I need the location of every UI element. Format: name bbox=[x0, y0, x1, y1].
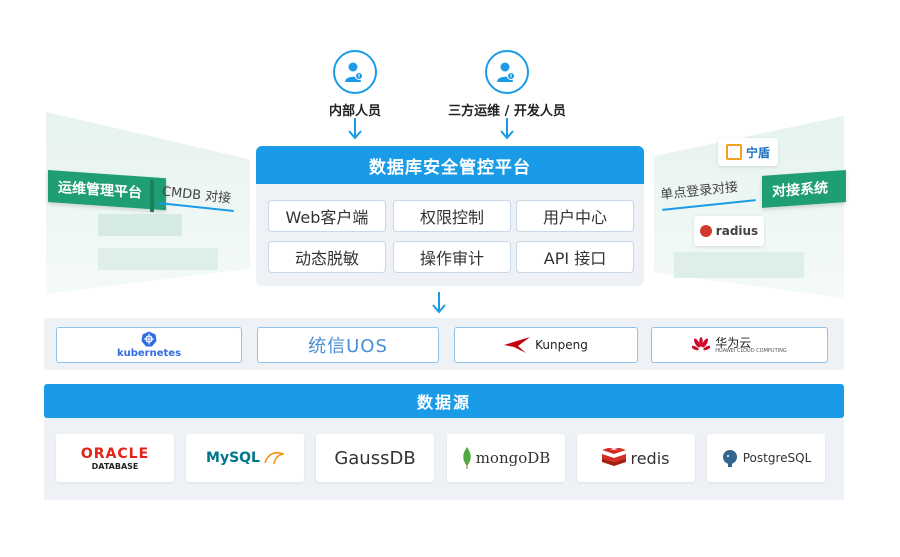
uos-logo: 统信UOS bbox=[308, 336, 388, 357]
mongodb-icon bbox=[462, 447, 471, 469]
huawei-cloud-sub: HUAWEI CLOUD COMPUTING bbox=[715, 347, 787, 354]
kunpeng-icon bbox=[504, 337, 531, 353]
module-audit: 操作审计 bbox=[393, 241, 511, 273]
arrow-down-icon bbox=[500, 118, 514, 140]
user-icon bbox=[485, 50, 529, 94]
kubernetes-card: kubernetes bbox=[56, 327, 242, 363]
redis-card: redis bbox=[577, 434, 695, 482]
oracle-card: ORACLE DATABASE bbox=[56, 434, 174, 482]
kubernetes-icon bbox=[141, 331, 157, 347]
module-masking: 动态脱敏 bbox=[268, 241, 386, 273]
module-api: API 接口 bbox=[516, 241, 634, 273]
gaussdb-logo: GaussDB bbox=[334, 447, 416, 469]
kunpeng-card: Kunpeng bbox=[454, 327, 638, 363]
platform-title: 数据库安全管控平台 bbox=[256, 146, 644, 184]
module-user-center: 用户中心 bbox=[516, 200, 634, 232]
oracle-sub: DATABASE bbox=[91, 461, 139, 471]
dolphin-icon bbox=[264, 451, 284, 465]
mongodb-card: mongoDB bbox=[447, 434, 565, 482]
arrow-down-icon bbox=[348, 118, 362, 140]
ningdun-logo: 宁盾 bbox=[718, 138, 778, 166]
huawei-cloud-label: 华为云 bbox=[715, 335, 752, 350]
postgresql-card: PostgreSQL bbox=[707, 434, 825, 482]
redis-icon bbox=[602, 448, 627, 466]
huawei-icon bbox=[692, 337, 711, 351]
user-icon bbox=[333, 50, 377, 94]
mysql-card: MySQL bbox=[186, 434, 304, 482]
mysql-logo: MySQL bbox=[206, 450, 260, 466]
arrow-down-icon bbox=[432, 292, 446, 314]
decor-bar bbox=[98, 214, 182, 236]
user-label-internal: 内部人员 bbox=[328, 104, 381, 119]
module-permission: 权限控制 bbox=[393, 200, 511, 232]
uos-card: 统信UOS bbox=[257, 327, 439, 363]
decor-bar bbox=[98, 248, 218, 270]
oracle-logo: ORACLE bbox=[80, 445, 150, 462]
user-label-third-party: 三方运维 / 开发人员 bbox=[448, 104, 566, 119]
user-third-party: 三方运维 / 开发人员 bbox=[437, 50, 577, 119]
postgresql-icon bbox=[722, 450, 737, 467]
decor-bar bbox=[674, 252, 804, 278]
integration-ribbon: 对接系统 bbox=[762, 170, 846, 208]
radius-logo: radius bbox=[694, 216, 764, 246]
radius-icon bbox=[699, 225, 712, 237]
huawei-cloud-card: 华为云 HUAWEI CLOUD COMPUTING bbox=[651, 327, 828, 363]
gaussdb-card: GaussDB bbox=[316, 434, 434, 482]
user-internal: 内部人员 bbox=[285, 50, 425, 119]
datasource-title: 数据源 bbox=[44, 384, 844, 418]
ribbon-fold bbox=[150, 179, 154, 213]
ningdun-icon bbox=[725, 144, 742, 160]
module-web-client: Web客户端 bbox=[268, 200, 386, 232]
